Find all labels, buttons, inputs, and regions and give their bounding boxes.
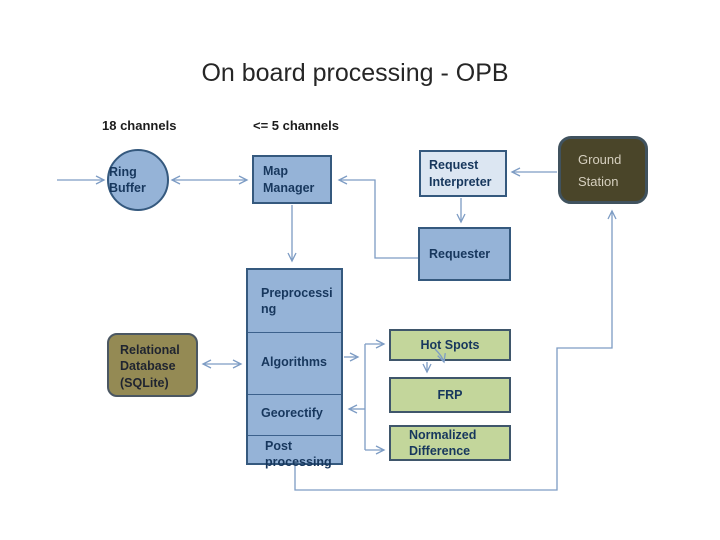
node-hot-spots: Hot Spots (389, 329, 511, 361)
ring-buffer-label: Ring Buffer (109, 164, 146, 195)
node-normalized-difference: Normalized Difference (389, 425, 511, 461)
pipeline-section-post-processing: Post processing (248, 435, 341, 469)
ground-station-label: Ground Station (578, 152, 622, 190)
node-frp: FRP (389, 377, 511, 413)
node-ground-station: Ground Station (558, 136, 648, 204)
slide-title: On board processing - OPB (201, 59, 509, 87)
node-map-manager: Map Manager (252, 155, 332, 204)
node-request-interpreter: Request Interpreter (419, 150, 507, 197)
pipeline-section-preprocessing: Preprocessing (261, 286, 333, 317)
pipeline-section-georectify: Georectify (248, 394, 341, 435)
requester-label: Requester (429, 246, 491, 261)
connector-requester-to-map-manager (337, 175, 418, 259)
request-interpreter-label: Request Interpreter (429, 158, 492, 189)
node-relational-database: Relational Database (SQLite) (107, 333, 198, 397)
pipeline-section-algorithms: Algorithms (248, 332, 341, 394)
label-5-channels: <= 5 channels (253, 118, 339, 133)
node-ring-buffer: Ring Buffer (107, 149, 169, 211)
frp-label: FRP (437, 387, 463, 402)
hot-spots-label: Hot Spots (420, 337, 480, 352)
normalized-difference-label: Normalized Difference (409, 427, 477, 458)
label-18-channels: 18 channels (102, 118, 177, 133)
node-pipeline-stack: Preprocessing Algorithms Georectify Post… (246, 268, 343, 469)
node-requester: Requester (418, 227, 511, 281)
map-manager-label: Map Manager (263, 164, 315, 195)
relational-database-label: Relational Database (SQLite) (120, 343, 180, 390)
